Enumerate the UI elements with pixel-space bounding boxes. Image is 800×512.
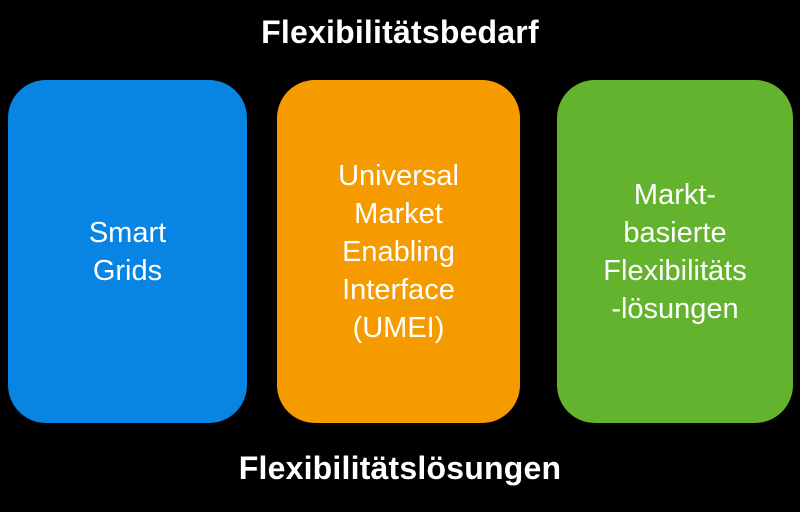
box-text-line: Interface: [342, 273, 455, 306]
box-text-line: Universal: [338, 159, 459, 192]
box-umei: Universal Market Enabling Interface (UME…: [277, 80, 520, 423]
box-text-line: (UMEI): [352, 311, 445, 344]
box-text-line: Smart: [88, 216, 167, 249]
top-title-flexibility-demand: Flexibilitätsbedarf: [261, 14, 539, 50]
box-text-line: -lösungen: [611, 292, 739, 325]
box-text-line: basierte: [623, 216, 727, 249]
box-text-line: Flexibilitäts: [603, 254, 747, 287]
box-text-line: Markt-: [633, 178, 717, 211]
box-text-line: Enabling: [342, 235, 455, 268]
bottom-title-flexibility-solutions: Flexibilitätslösungen: [238, 450, 562, 486]
box-market-based-flexibility-solutions: Markt- basierte Flexibilitäts -lösungen: [557, 80, 793, 423]
box-market-based-label: Markt- basierte Flexibilitäts -lösungen: [557, 176, 793, 328]
box-umei-label: Universal Market Enabling Interface (UME…: [277, 157, 520, 347]
box-text-line: Market: [354, 197, 443, 230]
box-smart-grids-label: Smart Grids: [8, 214, 247, 290]
box-text-line: Grids: [92, 254, 163, 287]
box-smart-grids: Smart Grids: [8, 80, 247, 423]
